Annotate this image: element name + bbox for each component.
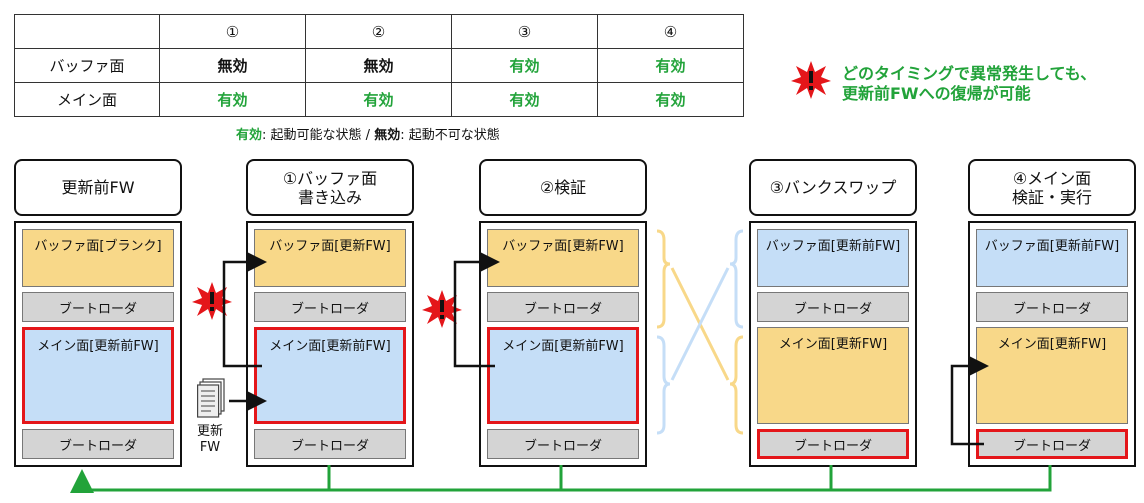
recovery-arrow (70, 465, 1052, 493)
state-table: ① ② ③ ④ バッファ面 無効 無効 有効 有効 メイン面 有効 有効 有効 … (14, 14, 744, 117)
state-cell: 無効 (159, 48, 306, 83)
row-label: メイン面 (14, 82, 160, 117)
bootloader: ブートローダ (22, 429, 174, 459)
column-title: 更新前FW (14, 159, 182, 216)
explosion-icon (791, 61, 831, 99)
bootloader: ブートローダ (22, 292, 174, 322)
memory-column: バッファ面[更新前FW] ブートローダ メイン面[更新FW] ブートローダ (749, 221, 917, 467)
table-row: バッファ面 無効 無効 有効 有効 (14, 48, 744, 83)
bootloader: ブートローダ (487, 292, 639, 322)
explosion-icon (192, 282, 232, 320)
arrow (950, 356, 989, 446)
buffer-bank: バッファ面[更新前FW] (757, 229, 909, 287)
update-fw-label: 更新 FW (197, 424, 224, 455)
column-title: ①バッファ面 書き込み (246, 159, 414, 216)
column-title: ②検証 (479, 159, 647, 216)
main-bank: メイン面[更新前FW] (254, 327, 406, 424)
bootloader: ブートローダ (254, 429, 406, 459)
bootloader: ブートローダ (976, 429, 1128, 459)
main-bank: メイン面[更新FW] (757, 327, 909, 424)
main-bank: メイン面[更新FW] (976, 327, 1128, 424)
buffer-bank: バッファ面[更新前FW] (976, 229, 1128, 287)
legend-valid-desc: : 起動可能な状態 / (262, 128, 375, 143)
memory-column: バッファ面[ブランク] ブートローダ メイン面[更新前FW] ブートローダ (14, 221, 182, 467)
bootloader: ブートローダ (757, 429, 909, 459)
memory-column: バッファ面[更新FW] ブートローダ メイン面[更新前FW] ブートローダ (479, 221, 647, 467)
note-line: 更新前FWへの復帰が可能 (842, 84, 1031, 103)
legend-invalid-desc: : 起動不可な状態 (400, 128, 500, 143)
buffer-bank: バッファ面[ブランク] (22, 229, 174, 287)
explosion-icon (422, 290, 462, 328)
document-icon (197, 378, 225, 418)
brace (656, 229, 671, 329)
brace (729, 229, 744, 329)
note-line: どのタイミングで異常発生しても、 (842, 64, 1097, 83)
arrow (453, 252, 500, 368)
main-bank: メイン面[更新前FW] (22, 327, 174, 424)
bootloader: ブートローダ (757, 292, 909, 322)
brace (729, 335, 744, 435)
bootloader: ブートローダ (487, 429, 639, 459)
memory-column: バッファ面[更新FW] ブートローダ メイン面[更新前FW] ブートローダ (246, 221, 414, 467)
buffer-bank: バッファ面[更新FW] (487, 229, 639, 287)
swap-line (670, 267, 730, 381)
bootloader: ブートローダ (254, 292, 406, 322)
recovery-note: どのタイミングで異常発生しても、 更新前FWへの復帰が可能 (842, 64, 1096, 104)
state-cell: 有効 (305, 82, 452, 117)
table-header-cell: ③ (451, 14, 598, 49)
state-cell: 有効 (597, 48, 744, 83)
state-cell: 有効 (159, 82, 306, 117)
memory-column: バッファ面[更新前FW] ブートローダ メイン面[更新FW] ブートローダ (968, 221, 1136, 467)
legend-invalid-word: 無効 (374, 128, 401, 143)
main-bank: メイン面[更新前FW] (487, 327, 639, 424)
table-row: メイン面 有効 有効 有効 有効 (14, 82, 744, 117)
brace (656, 335, 671, 435)
state-cell: 有効 (451, 82, 598, 117)
column-title: ③バンクスワップ (749, 159, 917, 216)
column-title: ④メイン面 検証・実行 (968, 159, 1136, 216)
arrow (222, 252, 267, 368)
legend: 有効: 起動可能な状態 / 無効: 起動不可な状態 (236, 124, 500, 143)
legend-valid-word: 有効 (236, 128, 263, 143)
bootloader: ブートローダ (976, 292, 1128, 322)
state-cell: 有効 (597, 82, 744, 117)
